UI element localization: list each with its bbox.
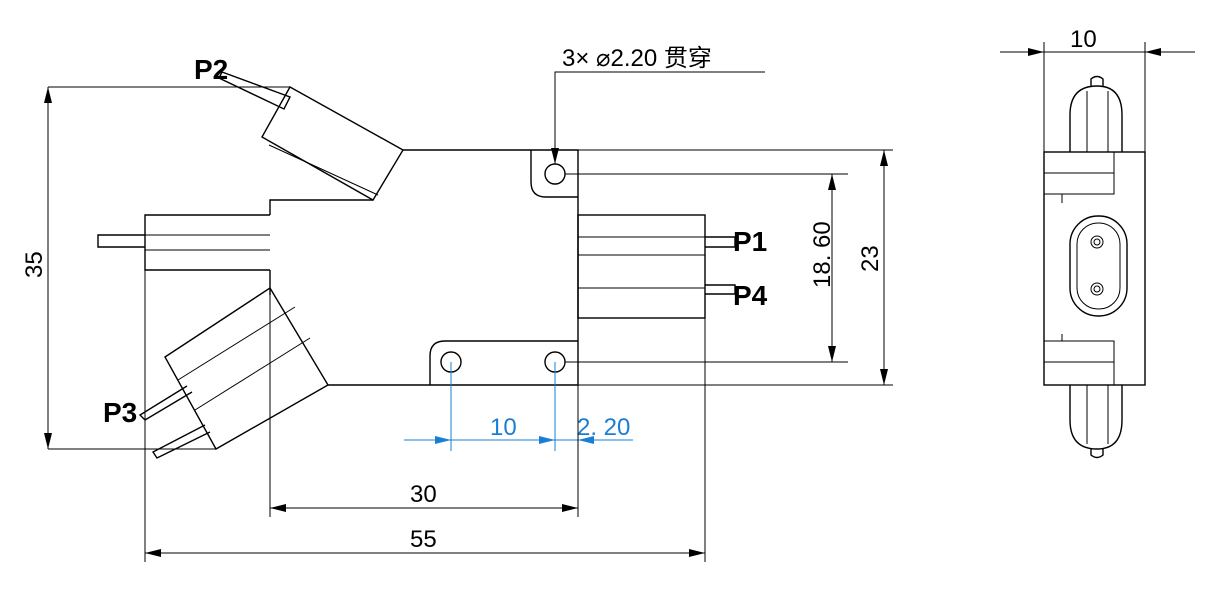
dim-23-arrow-top [880, 150, 888, 166]
dim-55-arrow-right [689, 549, 705, 557]
side-slot-outer [1069, 215, 1128, 317]
dim-10-arrow-left [435, 436, 451, 444]
hole-note-arrow [551, 148, 559, 164]
side-dim-arrow-left [1028, 48, 1044, 56]
dim-220-arrow [578, 436, 594, 444]
front-view: P2 P1 P4 P3 3× ⌀2.20 贯穿 35 23 18. 60 [21, 45, 893, 562]
dim-35-arrow-bottom [44, 433, 52, 449]
left-port-pin [97, 234, 145, 248]
dim-10-text: 10 [490, 414, 517, 441]
side-bottom-capsule [1069, 385, 1123, 450]
dim-35-text: 35 [21, 251, 48, 278]
dim-35-arrow-top [44, 87, 52, 103]
side-hole-bottom [1090, 282, 1104, 296]
hole-note-leader [554, 71, 765, 164]
side-bottom-tip [1090, 449, 1104, 459]
p3-port-inner-line-2 [194, 337, 311, 411]
dim-55-text: 55 [410, 526, 437, 553]
side-bottom-flange [1043, 340, 1115, 386]
hole-note: 3× ⌀2.20 贯穿 [562, 45, 712, 72]
p2-port-inner-line [268, 144, 379, 196]
p2-pin [218, 71, 291, 110]
label-p2: P2 [194, 54, 228, 85]
left-port-block [144, 214, 270, 271]
side-body [1043, 151, 1146, 386]
top-mounting-ear [530, 150, 578, 198]
label-p3: P3 [103, 397, 137, 428]
side-dim-arrow-right [1145, 48, 1161, 56]
side-slot-inner [1076, 222, 1121, 310]
dim-23-arrow-bottom [880, 369, 888, 385]
side-top-tip [1090, 75, 1104, 86]
dim-23-text: 23 [857, 245, 884, 272]
side-hole-top-inner [1093, 238, 1101, 246]
dim-55-arrow-left [145, 549, 161, 557]
dim-30-arrow-right [562, 504, 578, 512]
dim-30-text: 30 [410, 481, 437, 508]
side-hole-bottom-inner [1093, 285, 1101, 293]
dim-220-text: 2. 20 [577, 414, 630, 441]
p3-port [138, 287, 329, 459]
side-view: 10 [1000, 26, 1195, 459]
side-hole-top [1090, 235, 1104, 249]
body-step-top [269, 199, 373, 215]
mounting-hole-top [544, 163, 566, 185]
label-p1: P1 [733, 226, 767, 257]
p2-port [218, 71, 404, 201]
dim-1860-text: 18. 60 [809, 221, 836, 288]
dim-1860-arrow-bottom [828, 346, 836, 362]
p3-pin-2 [151, 424, 211, 459]
side-top-capsule [1069, 85, 1123, 152]
main-body-outline [328, 149, 579, 386]
p3-port-body [164, 287, 329, 450]
p3-port-inner-line-1 [177, 306, 296, 381]
p2-port-body [261, 86, 404, 201]
side-dim-text: 10 [1070, 26, 1097, 53]
p3-pin-1 [138, 385, 193, 421]
p1-pin [705, 236, 736, 248]
bottom-mounting-ear [429, 340, 578, 385]
right-port-block [577, 214, 706, 319]
dim-10-arrow-right [539, 436, 555, 444]
p4-pin [705, 284, 736, 295]
dim-1860-arrow-top [828, 174, 836, 190]
label-p4: P4 [733, 280, 768, 311]
dim-30-arrow-left [270, 504, 286, 512]
